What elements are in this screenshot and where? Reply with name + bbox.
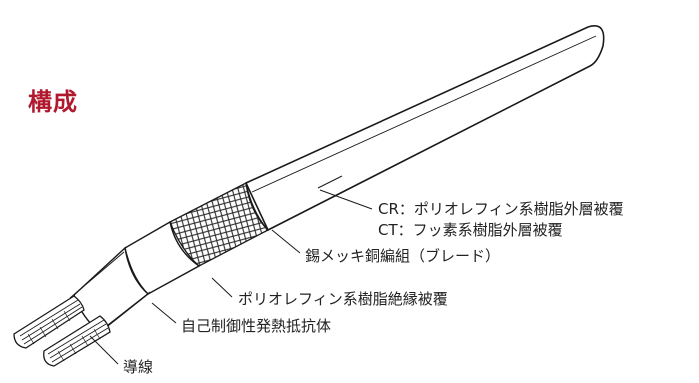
leader-insulation [211,277,233,298]
leader-outer-jacket [319,189,373,210]
braid-layer [169,182,270,267]
heating-element-label: 自己制御性発熱抵抗体 [181,317,332,335]
conductor-label: 導線 [123,358,154,376]
outer-jacket-ct-label: CT：フッ素系樹脂外層被覆 [378,221,563,239]
page-title: 構成 [28,88,78,116]
leader-heating-element [151,302,177,324]
conductor-upper [13,295,85,349]
outer-jacket-cr-label: CR：ポリオレフィン系樹脂外層被覆 [378,200,624,218]
insulation-label: ポリオレフィン系樹脂絶縁被覆 [238,290,448,308]
insulation-layer [124,220,201,295]
leader-lines [89,189,373,365]
conductor-lower [43,315,111,367]
leader-conductor [89,335,119,365]
braid-label: 錫メッキ銅編組（ブレード） [305,247,501,265]
leader-braid [271,229,301,254]
